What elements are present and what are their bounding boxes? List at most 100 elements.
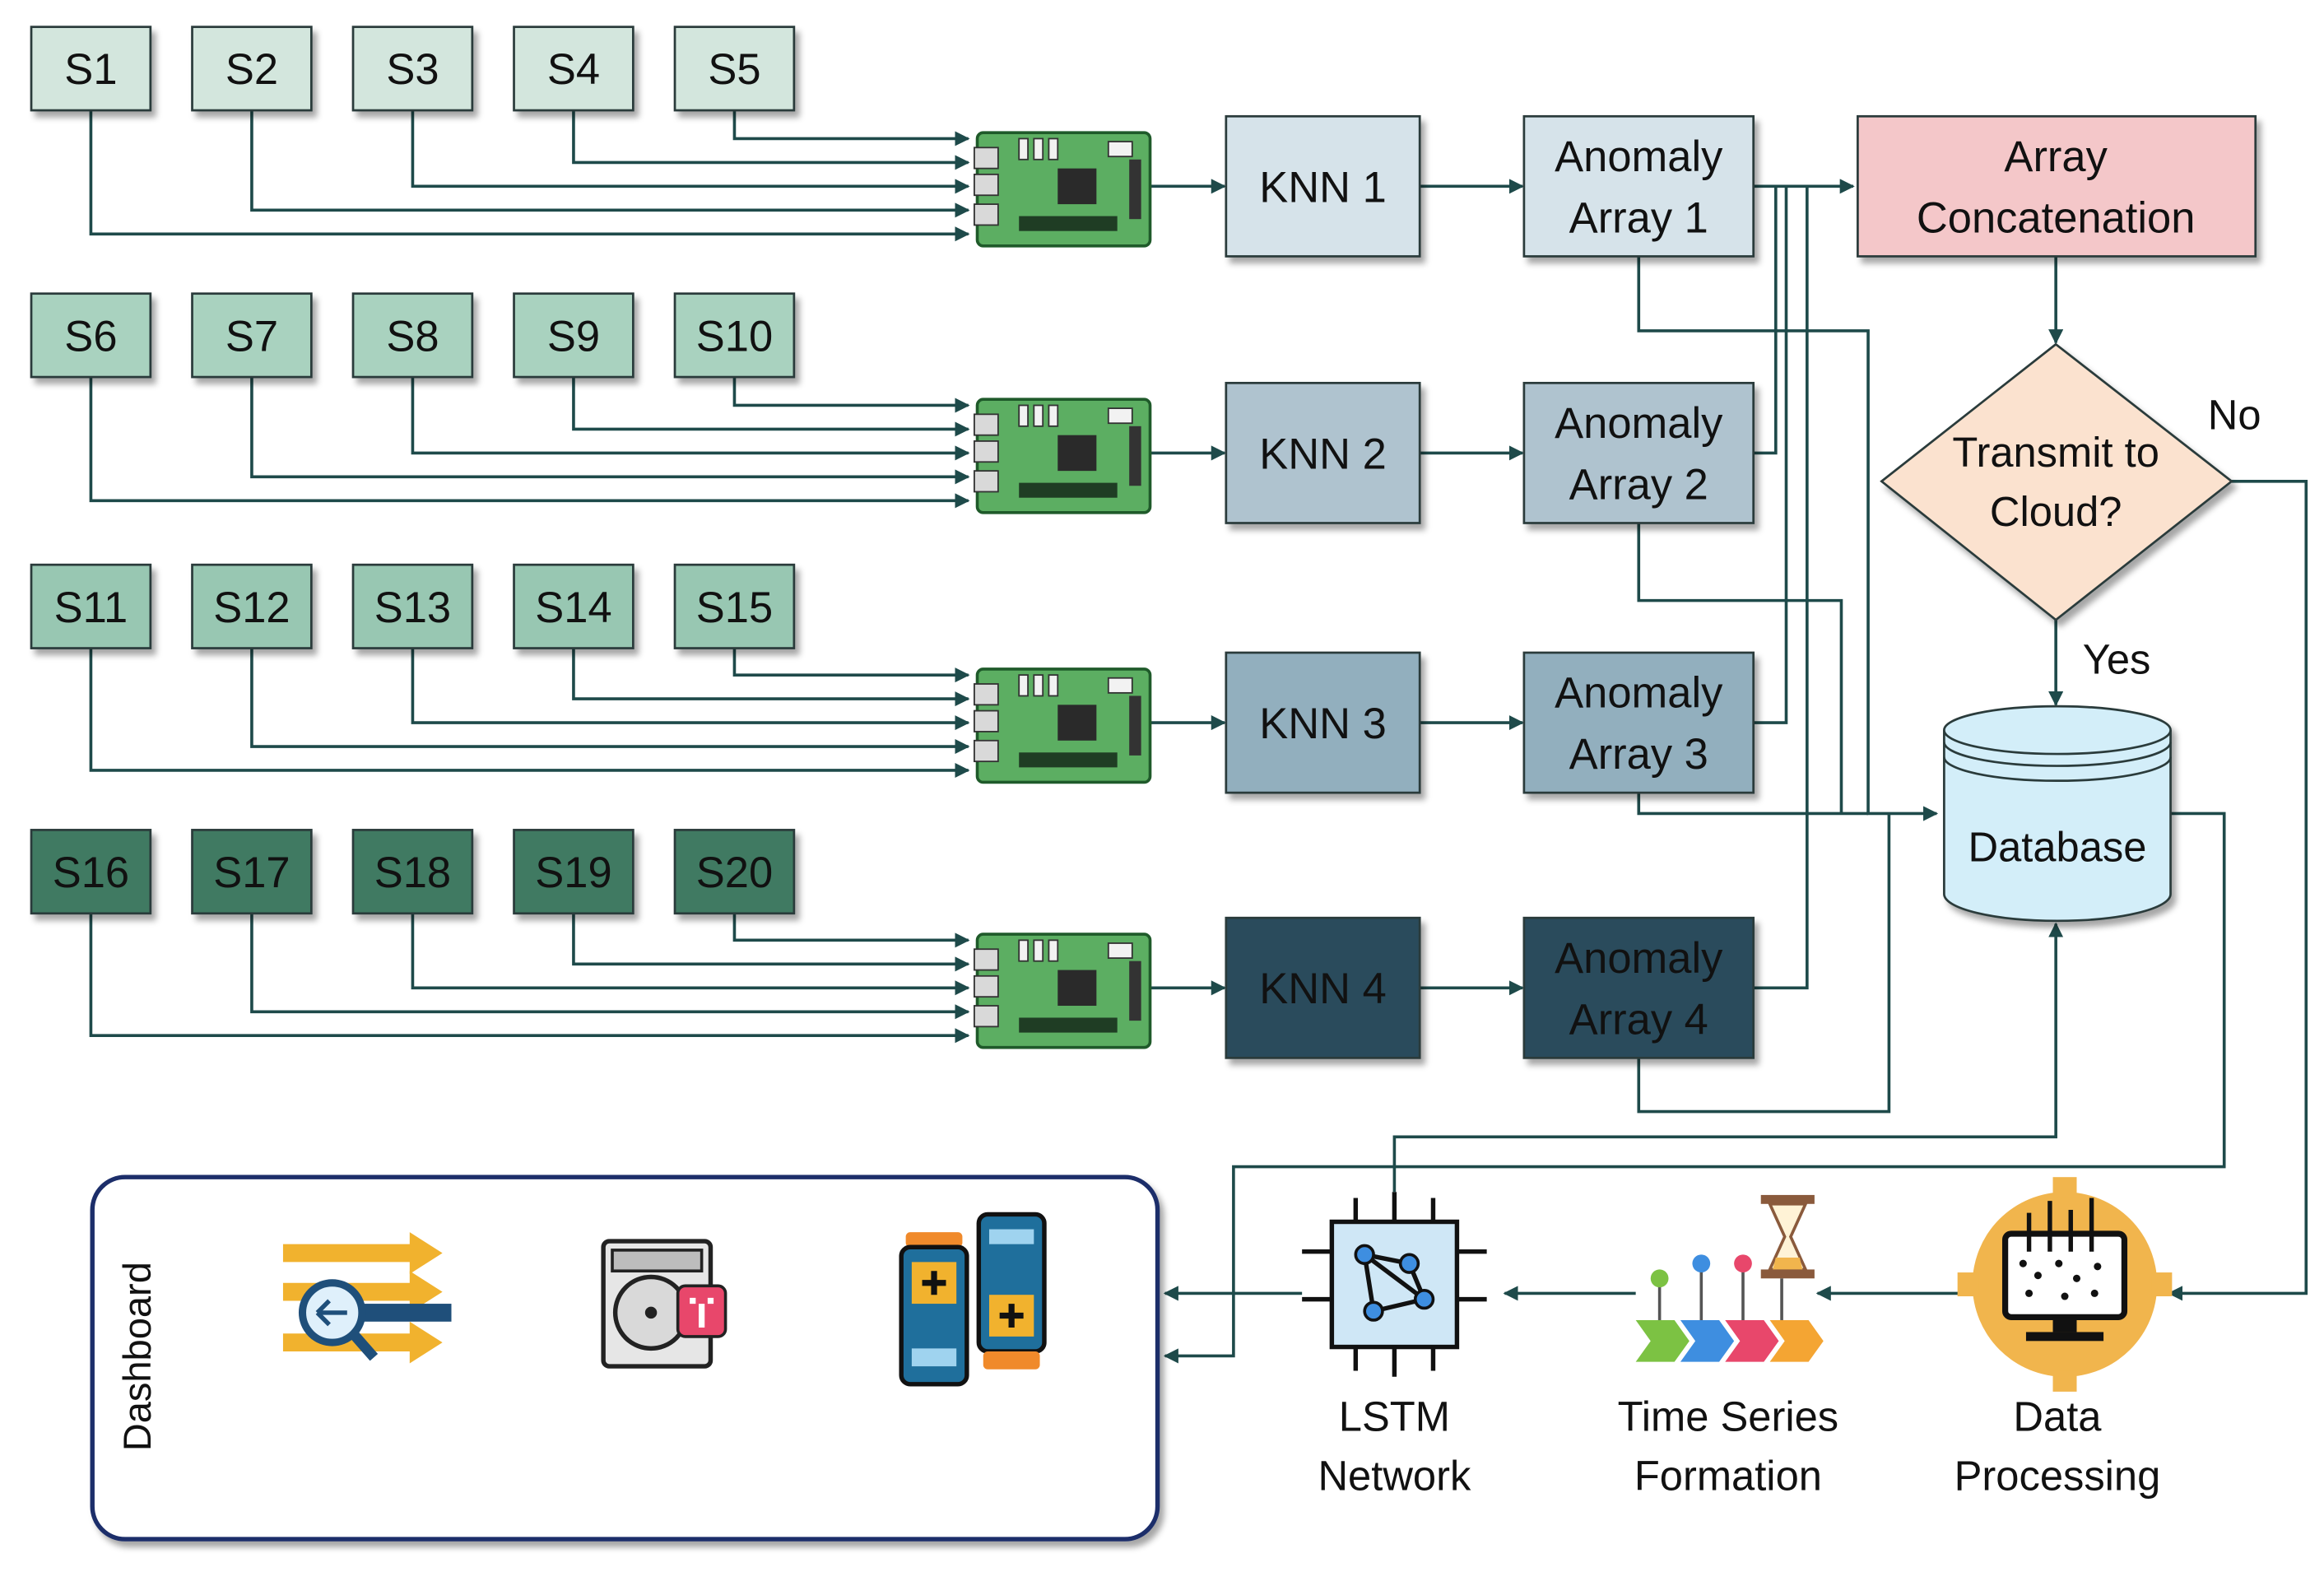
sensor-link bbox=[250, 913, 970, 1020]
sensor-link bbox=[572, 648, 970, 707]
sensor-label: S16 bbox=[53, 849, 129, 897]
microcontroller-icon bbox=[974, 131, 1152, 248]
anomaly-array-box bbox=[1522, 114, 1755, 258]
knn-box bbox=[1225, 916, 1421, 1059]
sensor-label: S15 bbox=[696, 584, 773, 632]
transmit-decision-diamond bbox=[1880, 342, 2233, 621]
sensor-link bbox=[250, 377, 970, 485]
sensor-label: S2 bbox=[225, 45, 278, 94]
sensor-label: S5 bbox=[708, 45, 760, 94]
sensor-box bbox=[30, 829, 152, 915]
data-processing-label-line-2: Processing bbox=[1954, 1452, 2161, 1499]
lstm-label-line-1: LSTM bbox=[1339, 1393, 1450, 1439]
connector-lines bbox=[89, 110, 2308, 1364]
sensor-box bbox=[513, 563, 634, 649]
microcontroller-icon bbox=[974, 398, 1152, 514]
lstm-label-line-2: Network bbox=[1318, 1452, 1471, 1499]
sensor-box bbox=[513, 829, 634, 915]
array2-to-db bbox=[1637, 523, 1843, 814]
sensor-link bbox=[411, 110, 970, 194]
sensor-box bbox=[673, 563, 796, 649]
sensor-label: S13 bbox=[374, 584, 451, 632]
data-processing-icon bbox=[1957, 1177, 2173, 1392]
sensor-box bbox=[191, 26, 313, 112]
array1-to-db bbox=[1637, 256, 1939, 821]
sensor-label: S1 bbox=[64, 45, 117, 94]
device-status-icon bbox=[899, 1212, 1047, 1387]
lstm-to-db bbox=[1392, 922, 2064, 1193]
sensor-link bbox=[572, 377, 970, 437]
anomaly-array-label-line-2: Array 3 bbox=[1569, 730, 1708, 779]
data-processing-label-line-1: Data bbox=[2013, 1393, 2102, 1439]
time-series-icon bbox=[1635, 1194, 1824, 1362]
sensor-box bbox=[191, 829, 313, 915]
sensor-link bbox=[572, 913, 970, 972]
sensor-label: S14 bbox=[535, 584, 611, 632]
sensor-link bbox=[89, 913, 970, 1044]
microcontroller-icon bbox=[974, 933, 1152, 1049]
decision-no-to-processing bbox=[2167, 479, 2308, 1301]
dashboard-title: Dashboard bbox=[115, 1262, 159, 1451]
anomaly-array-label-line-2: Array 1 bbox=[1569, 194, 1708, 243]
knn-label: KNN 2 bbox=[1259, 430, 1387, 478]
array3-to-concat bbox=[1753, 186, 1788, 724]
sensor-label: S17 bbox=[213, 849, 290, 897]
sensor-box bbox=[513, 26, 634, 112]
sensor-link bbox=[89, 648, 970, 779]
anomaly-array-label-line-1: Anomaly bbox=[1555, 934, 1723, 983]
sensor-label: S9 bbox=[547, 312, 600, 360]
transmit-decision-label-line-1: Transmit to bbox=[1952, 429, 2159, 476]
knn-box bbox=[1225, 114, 1421, 258]
anomaly-array-label-line-1: Anomaly bbox=[1555, 133, 1723, 181]
transmit-decision-label-line-2: Cloud? bbox=[1990, 488, 2122, 535]
knn-label: KNN 3 bbox=[1259, 700, 1387, 748]
sensor-box bbox=[351, 563, 474, 649]
sensor-label: S10 bbox=[696, 312, 773, 360]
sensor-box bbox=[351, 26, 474, 112]
array-concatenation-label-line-2: Concatenation bbox=[1917, 194, 2195, 243]
sensor-label: S19 bbox=[535, 849, 611, 897]
sensor-box bbox=[351, 829, 474, 915]
yes-label: Yes bbox=[2083, 635, 2151, 682]
sensor-box bbox=[673, 292, 796, 379]
database-cylinder bbox=[1943, 705, 2172, 923]
sensor-label: S12 bbox=[213, 584, 290, 632]
array3-to-db bbox=[1637, 793, 1869, 816]
sensor-link bbox=[250, 648, 970, 755]
db-to-dashboard bbox=[1163, 812, 2226, 1301]
sensor-box bbox=[30, 26, 152, 112]
anomaly-report-icon bbox=[282, 1232, 452, 1364]
sensor-label: S20 bbox=[696, 849, 773, 897]
anomaly-array-box bbox=[1522, 381, 1755, 524]
sensor-label: S11 bbox=[54, 584, 128, 632]
sensor-label: S3 bbox=[386, 45, 439, 94]
knn-label: KNN 1 bbox=[1259, 163, 1387, 212]
array-concatenation-label-line-1: Array bbox=[2004, 133, 2108, 181]
failure-prediction-icon bbox=[601, 1239, 727, 1369]
sensor-link bbox=[572, 110, 970, 170]
anomaly-array-label-line-1: Anomaly bbox=[1555, 669, 1723, 718]
anomaly-array-box bbox=[1522, 916, 1755, 1059]
sensor-label: S4 bbox=[547, 45, 600, 94]
sensor-box bbox=[673, 26, 796, 112]
sensor-link bbox=[89, 377, 970, 509]
time-series-label-line-2: Formation bbox=[1634, 1452, 1822, 1499]
sensor-box bbox=[191, 563, 313, 649]
database-label: Database bbox=[1968, 824, 2147, 871]
sensor-box bbox=[191, 292, 313, 379]
sensor-link bbox=[732, 377, 970, 413]
no-label: No bbox=[2208, 391, 2261, 438]
sensor-box bbox=[30, 563, 152, 649]
sensor-link bbox=[732, 648, 970, 683]
lstm-to-dashboard bbox=[1163, 1291, 1303, 1364]
sensor-link bbox=[411, 648, 970, 731]
sensor-label: S18 bbox=[374, 849, 451, 897]
array4-to-db bbox=[1637, 813, 1891, 1114]
array4-to-concat bbox=[1753, 186, 1809, 990]
sensor-link bbox=[732, 913, 970, 948]
sensor-link bbox=[732, 110, 970, 147]
sensor-label: S6 bbox=[64, 312, 117, 360]
array2-to-concat bbox=[1753, 186, 1778, 455]
sensor-label: S7 bbox=[225, 312, 278, 360]
